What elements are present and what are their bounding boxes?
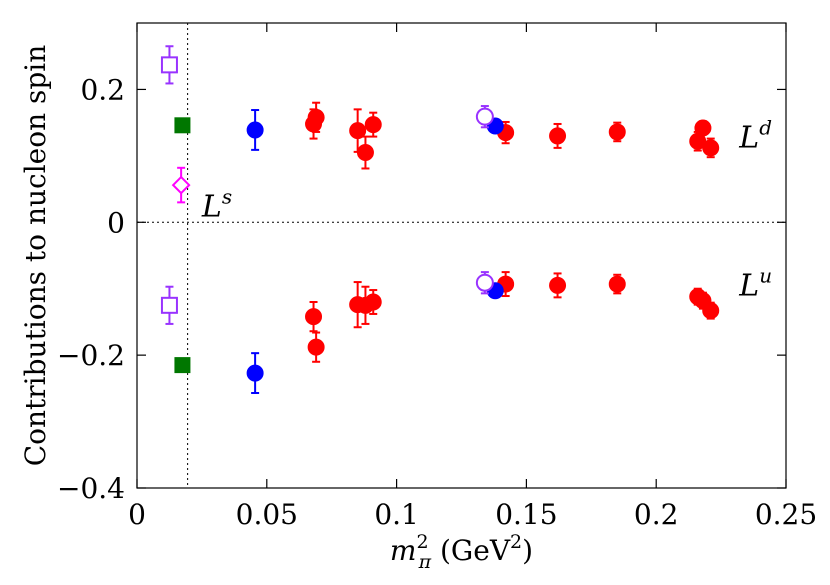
data-point — [549, 272, 567, 299]
point-marker — [549, 276, 567, 294]
data-point — [160, 285, 178, 325]
plot-frame — [136, 22, 787, 489]
x-axis-label-symbol: m — [390, 534, 417, 567]
y-axis-label: Contributions to nucleon spin — [19, 45, 52, 467]
data-point — [608, 121, 626, 143]
y-tick-label: 0 — [107, 206, 125, 239]
data-point — [349, 108, 367, 153]
point-marker — [174, 117, 191, 134]
point-marker — [307, 108, 325, 126]
data-point — [702, 137, 720, 159]
data-point — [364, 111, 382, 138]
point-marker — [174, 357, 191, 374]
x-tick-label: 0.05 — [236, 498, 298, 531]
y-tick-label: 0.2 — [80, 73, 125, 106]
reference-lines — [137, 23, 786, 488]
data-point — [364, 289, 382, 315]
series-annotation-symbol: L — [201, 189, 222, 224]
series-annotation-symbol: L — [738, 268, 759, 303]
point-marker — [305, 308, 323, 326]
data-point — [171, 166, 191, 204]
point-marker — [608, 275, 626, 293]
point-marker — [349, 122, 367, 140]
point-marker — [364, 293, 382, 311]
x-axis-label-superscript: 2 — [416, 531, 428, 553]
point-marker — [356, 144, 374, 162]
data-point — [702, 301, 720, 320]
data-point — [174, 117, 191, 134]
point-marker — [549, 127, 567, 145]
point-marker — [475, 273, 494, 292]
x-tick-label: 0.25 — [755, 498, 817, 531]
x-tick-label: 0.2 — [634, 498, 679, 531]
y-tick-label: −0.4 — [57, 472, 125, 505]
data-point — [307, 331, 325, 363]
data-points — [160, 45, 720, 395]
data-point — [608, 273, 626, 295]
x-axis-label-subscript: π — [418, 551, 432, 573]
x-axis-label-unit-superscript: 2 — [510, 531, 522, 553]
data-point — [246, 109, 264, 151]
point-marker — [160, 296, 178, 314]
data-point — [549, 122, 567, 149]
series-annotation-symbol: L — [738, 120, 759, 155]
point-marker — [475, 107, 494, 126]
x-tick-label: 0 — [128, 498, 146, 531]
point-marker — [702, 302, 720, 320]
data-point — [305, 301, 323, 333]
x-tick-label: 0.1 — [374, 498, 419, 531]
point-marker — [694, 119, 712, 137]
data-point — [307, 101, 325, 133]
point-marker — [364, 116, 382, 134]
point-marker — [307, 338, 325, 356]
series-annotation-superscript: d — [759, 115, 772, 139]
series-annotation-superscript: s — [222, 184, 232, 208]
series-annotation-superscript: u — [759, 263, 772, 287]
point-marker — [160, 56, 178, 74]
data-point — [475, 105, 494, 129]
data-point — [246, 352, 264, 395]
point-marker — [702, 139, 720, 157]
series-annotation: Lu — [738, 263, 772, 303]
x-axis-label-unit-close: ) — [522, 534, 533, 567]
x-tick-label: 0.15 — [495, 498, 557, 531]
y-tick-label: −0.2 — [57, 339, 125, 372]
point-marker — [171, 175, 191, 195]
data-point — [356, 135, 374, 170]
data-point — [475, 271, 494, 295]
series-annotation: Ls — [201, 184, 232, 224]
data-point — [174, 357, 191, 374]
point-marker — [246, 121, 264, 139]
tick-labels: 0 0.05 0.1 0.15 0.2 0.25 −0.4 −0.2 0 0.2 — [57, 73, 817, 531]
point-marker — [608, 123, 626, 141]
x-axis-label-unit: (GeV — [431, 534, 511, 567]
series-annotation: Ld — [738, 115, 772, 155]
point-marker — [246, 364, 264, 382]
data-point — [694, 119, 712, 137]
data-point — [160, 45, 178, 85]
